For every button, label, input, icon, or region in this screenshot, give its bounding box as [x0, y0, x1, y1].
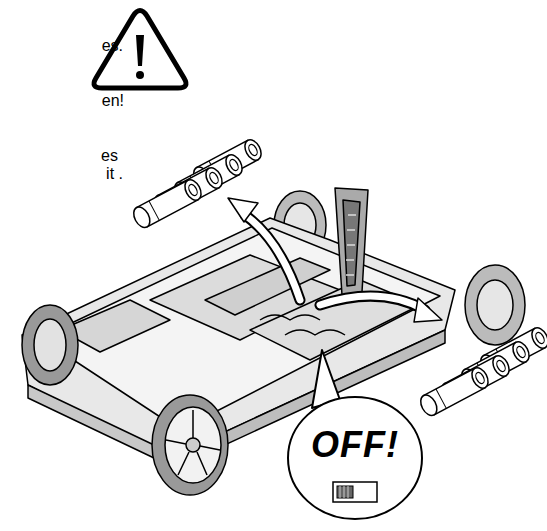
note-text: en!	[102, 92, 124, 110]
callout-text: OFF!	[287, 424, 423, 466]
warning-symbol	[94, 11, 186, 89]
car-chassis	[22, 188, 525, 495]
removal-arrow	[228, 198, 442, 322]
battery-group	[130, 137, 264, 230]
note-text: es	[101, 147, 118, 165]
callout-bubble: OFF!	[287, 396, 423, 520]
note-text: es.	[102, 37, 123, 55]
note-text: it .	[106, 165, 123, 183]
switch-symbol	[333, 482, 377, 502]
battery-group	[417, 325, 547, 418]
